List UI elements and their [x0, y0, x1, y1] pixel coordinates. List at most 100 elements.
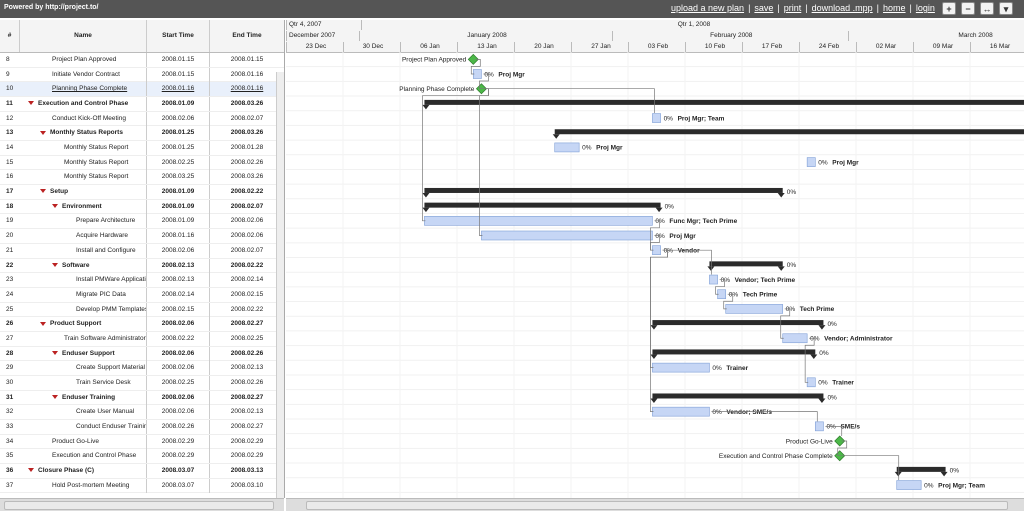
task-name-cell[interactable]: Software [20, 258, 147, 273]
milestone-label[interactable]: Execution and Control Phase Complete [719, 453, 833, 460]
col-header-id[interactable]: # [0, 20, 20, 52]
task-name-cell[interactable]: Acquire Hardware [20, 229, 147, 244]
milestone-label[interactable]: Project Plan Approved [402, 57, 467, 64]
task-bar[interactable] [652, 113, 661, 123]
task-bar[interactable] [896, 480, 922, 490]
task-name-cell[interactable]: Conduct Enduser Training [20, 420, 147, 434]
summary-bar[interactable] [652, 320, 824, 326]
summary-bar[interactable] [424, 187, 783, 193]
task-name-cell[interactable]: Planning Phase Complete [20, 82, 147, 97]
task-name-cell[interactable]: Monthly Status Report [20, 141, 147, 156]
task-name-cell[interactable]: Initiate Vendor Contract [20, 67, 147, 82]
task-bar[interactable] [652, 406, 710, 417]
collapse-caret-icon[interactable] [28, 468, 34, 473]
grid-vertical-scrollbar[interactable] [276, 72, 284, 498]
task-name-cell[interactable]: Prepare Architecture [20, 214, 147, 229]
task-name-cell[interactable]: Conduct Kick-Off Meeting [20, 111, 147, 126]
milestone-diamond[interactable] [834, 435, 846, 447]
task-name-cell[interactable]: Setup [20, 185, 147, 200]
milestone-diamond[interactable] [467, 53, 479, 65]
task-bar[interactable] [424, 216, 653, 226]
summary-bar[interactable] [424, 202, 661, 208]
collapse-caret-icon[interactable] [40, 321, 46, 326]
collapse-caret-icon[interactable] [40, 130, 46, 135]
task-bar[interactable] [806, 377, 816, 388]
milestone-label[interactable]: Planning Phase Complete [399, 86, 475, 93]
header-link[interactable]: upload a new plan [671, 3, 745, 13]
task-bar[interactable] [709, 274, 718, 285]
collapse-caret-icon[interactable] [52, 350, 58, 355]
task-name-cell[interactable]: Monthly Status Report [20, 155, 147, 170]
grid-horizontal-scrollbar[interactable] [0, 498, 284, 511]
task-bar[interactable] [725, 304, 784, 314]
task-name-cell[interactable]: Create Support Material [20, 361, 147, 376]
milestone-label[interactable]: Product Go-Live [786, 438, 833, 445]
task-bar[interactable] [481, 230, 653, 241]
task-name-cell[interactable]: Enduser Training [20, 390, 147, 405]
summary-bar[interactable] [652, 349, 816, 355]
collapse-caret-icon[interactable] [52, 262, 58, 267]
task-bar[interactable] [814, 421, 824, 432]
collapse-caret-icon[interactable] [40, 189, 46, 194]
collapse-caret-icon[interactable] [52, 394, 58, 399]
task-name-cell[interactable]: Monthly Status Reports [20, 126, 147, 141]
col-header-start[interactable]: Start Time [147, 20, 210, 52]
task-name-cell[interactable]: Monthly Status Report [20, 170, 147, 185]
header-link[interactable]: home [883, 3, 906, 13]
summary-bar[interactable] [709, 261, 783, 267]
task-bar[interactable] [652, 245, 661, 255]
header-link[interactable]: login [915, 3, 935, 13]
task-name-cell[interactable]: Install and Configure [20, 243, 147, 258]
task-name-cell[interactable]: Environment [20, 199, 147, 214]
task-name-cell[interactable]: Train Software Administrators [20, 331, 147, 346]
task-bar[interactable] [472, 69, 482, 79]
task-name-cell[interactable]: Product Go-Live [20, 434, 147, 449]
summary-bar[interactable] [896, 466, 946, 472]
task-name-cell[interactable]: Execution and Control Phase [20, 97, 147, 112]
task-name-cell[interactable]: Enduser Support [20, 346, 147, 361]
collapse-caret-icon[interactable] [28, 101, 34, 106]
menu-dropdown-button[interactable]: ▾ [999, 2, 1013, 15]
task-bar[interactable] [717, 289, 727, 300]
zoom-in-button[interactable]: + [942, 2, 956, 15]
task-name-cell[interactable]: Create User Manual [20, 405, 147, 420]
task-name-cell[interactable]: Hold Post-mortem Meeting [20, 478, 147, 493]
task-bar[interactable] [782, 333, 808, 344]
header-link[interactable]: print [783, 3, 802, 13]
col-header-name[interactable]: Name [20, 20, 147, 52]
zoom-out-button[interactable]: − [961, 2, 975, 15]
summary-bar[interactable] [424, 99, 1024, 105]
col-header-end[interactable]: End Time [232, 32, 262, 39]
chart-horizontal-scrollbar[interactable] [286, 498, 1024, 511]
scroll-thumb[interactable] [306, 501, 1008, 510]
header-link[interactable]: save [754, 3, 774, 13]
collapse-caret-icon[interactable] [52, 204, 58, 209]
scroll-thumb[interactable] [4, 501, 274, 510]
task-name-cell[interactable]: Migrate PIC Data [20, 287, 147, 302]
task-name-cell[interactable]: Develop PMM Templates [20, 302, 147, 317]
fit-width-button[interactable]: ↔ [980, 2, 994, 15]
